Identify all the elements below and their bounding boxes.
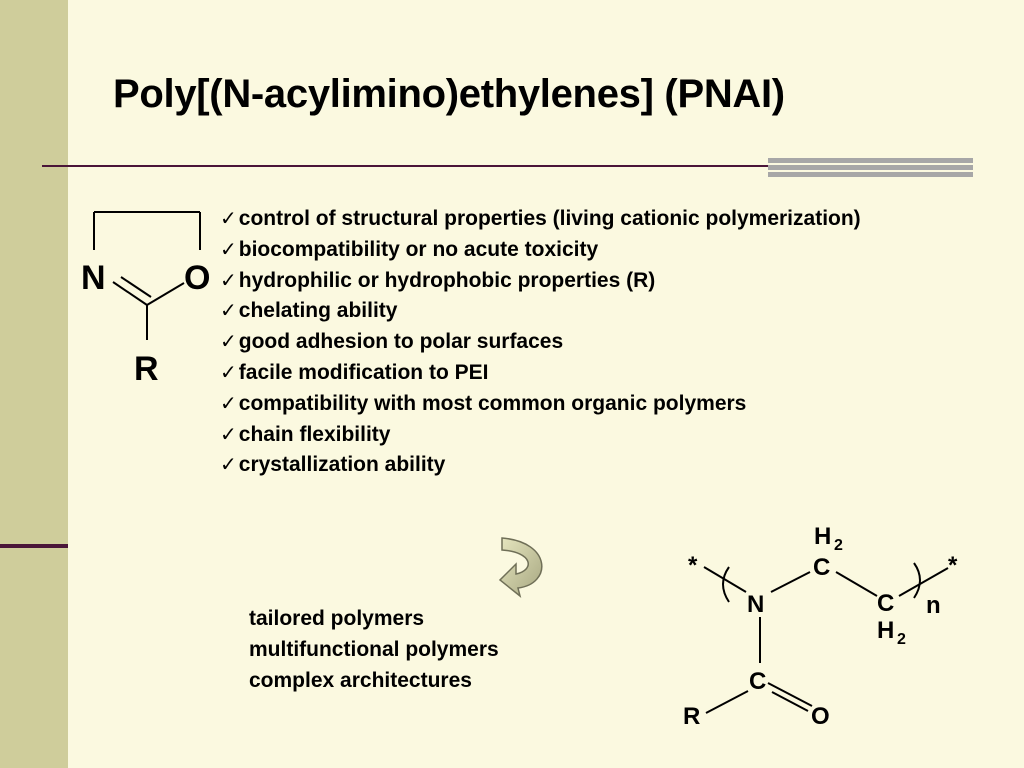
list-item: ✓good adhesion to polar surfaces bbox=[220, 330, 564, 354]
c-top-atom: C bbox=[813, 554, 830, 581]
polymer-r-group: R bbox=[683, 703, 700, 730]
polymer-n-atom: N bbox=[747, 591, 764, 618]
list-item: ✓facile modification to PEI bbox=[220, 360, 489, 384]
oxazoline-r-group: R bbox=[134, 350, 159, 388]
list-item: multifunctional polymers bbox=[249, 638, 499, 661]
checkmark-icon: ✓ bbox=[220, 331, 237, 354]
bracket-right bbox=[913, 562, 921, 599]
end-group-right: * bbox=[948, 552, 958, 579]
ring-double-bond-a bbox=[112, 281, 148, 306]
h-top-atom: H bbox=[814, 523, 831, 550]
h-top-subscript: 2 bbox=[834, 537, 843, 554]
checkmark-icon: ✓ bbox=[220, 423, 237, 446]
checkmark-icon: ✓ bbox=[220, 269, 237, 292]
ring-double-bond-b bbox=[120, 276, 152, 298]
title-divider bbox=[42, 165, 770, 167]
list-item: ✓hydrophilic or hydrophobic properties (… bbox=[220, 268, 656, 292]
bond-carbonyl-o-a bbox=[767, 682, 813, 707]
list-item: ✓compatibility with most common organic … bbox=[220, 391, 747, 415]
sidebar-accent-line bbox=[0, 544, 68, 548]
list-item: ✓chelating ability bbox=[220, 299, 398, 323]
bond-carbonyl-o-b bbox=[771, 691, 809, 712]
list-item: ✓chain flexibility bbox=[220, 422, 391, 446]
left-sidebar-bar bbox=[0, 0, 68, 768]
bond-ctop-cright bbox=[835, 571, 878, 597]
bond-n-ctop bbox=[770, 571, 811, 593]
repeat-n-label: n bbox=[926, 592, 941, 619]
oxazoline-n-atom: N bbox=[81, 259, 106, 297]
slide-title: Poly[(N-acylimino)ethylenes] (PNAI) bbox=[113, 72, 785, 116]
ring-bond-c-o bbox=[146, 282, 185, 306]
checkmark-icon: ✓ bbox=[220, 361, 237, 384]
end-group-left: * bbox=[688, 552, 698, 579]
h-bottom-atom: H bbox=[877, 617, 894, 644]
checkmark-icon: ✓ bbox=[220, 238, 237, 261]
oxazoline-o-atom: O bbox=[184, 259, 210, 297]
list-item: ✓crystallization ability bbox=[220, 453, 446, 477]
checkmark-icon: ✓ bbox=[220, 208, 237, 230]
bond-carbonyl-r bbox=[705, 690, 749, 714]
list-item: complex architectures bbox=[249, 669, 472, 692]
bond-cright-star bbox=[898, 567, 949, 597]
h-bottom-subscript: 2 bbox=[897, 631, 906, 648]
property-list: ✓control of structural properties (livin… bbox=[220, 204, 861, 481]
list-item: tailored polymers bbox=[249, 607, 425, 630]
list-item: ✓control of structural properties (livin… bbox=[220, 207, 861, 230]
checkmark-icon: ✓ bbox=[220, 454, 237, 477]
carbonyl-c-atom: C bbox=[749, 668, 766, 695]
c-right-atom: C bbox=[877, 590, 894, 617]
bracket-left bbox=[722, 566, 730, 603]
outcome-list: tailored polymers multifunctional polyme… bbox=[249, 603, 499, 696]
checkmark-icon: ✓ bbox=[220, 300, 237, 323]
list-item: ✓biocompatibility or no acute toxicity bbox=[220, 237, 599, 261]
carbonyl-o-atom: O bbox=[811, 703, 830, 730]
checkmark-icon: ✓ bbox=[220, 392, 237, 415]
bond-star-n bbox=[703, 566, 747, 593]
title-divider-gray-stripes bbox=[768, 158, 973, 178]
